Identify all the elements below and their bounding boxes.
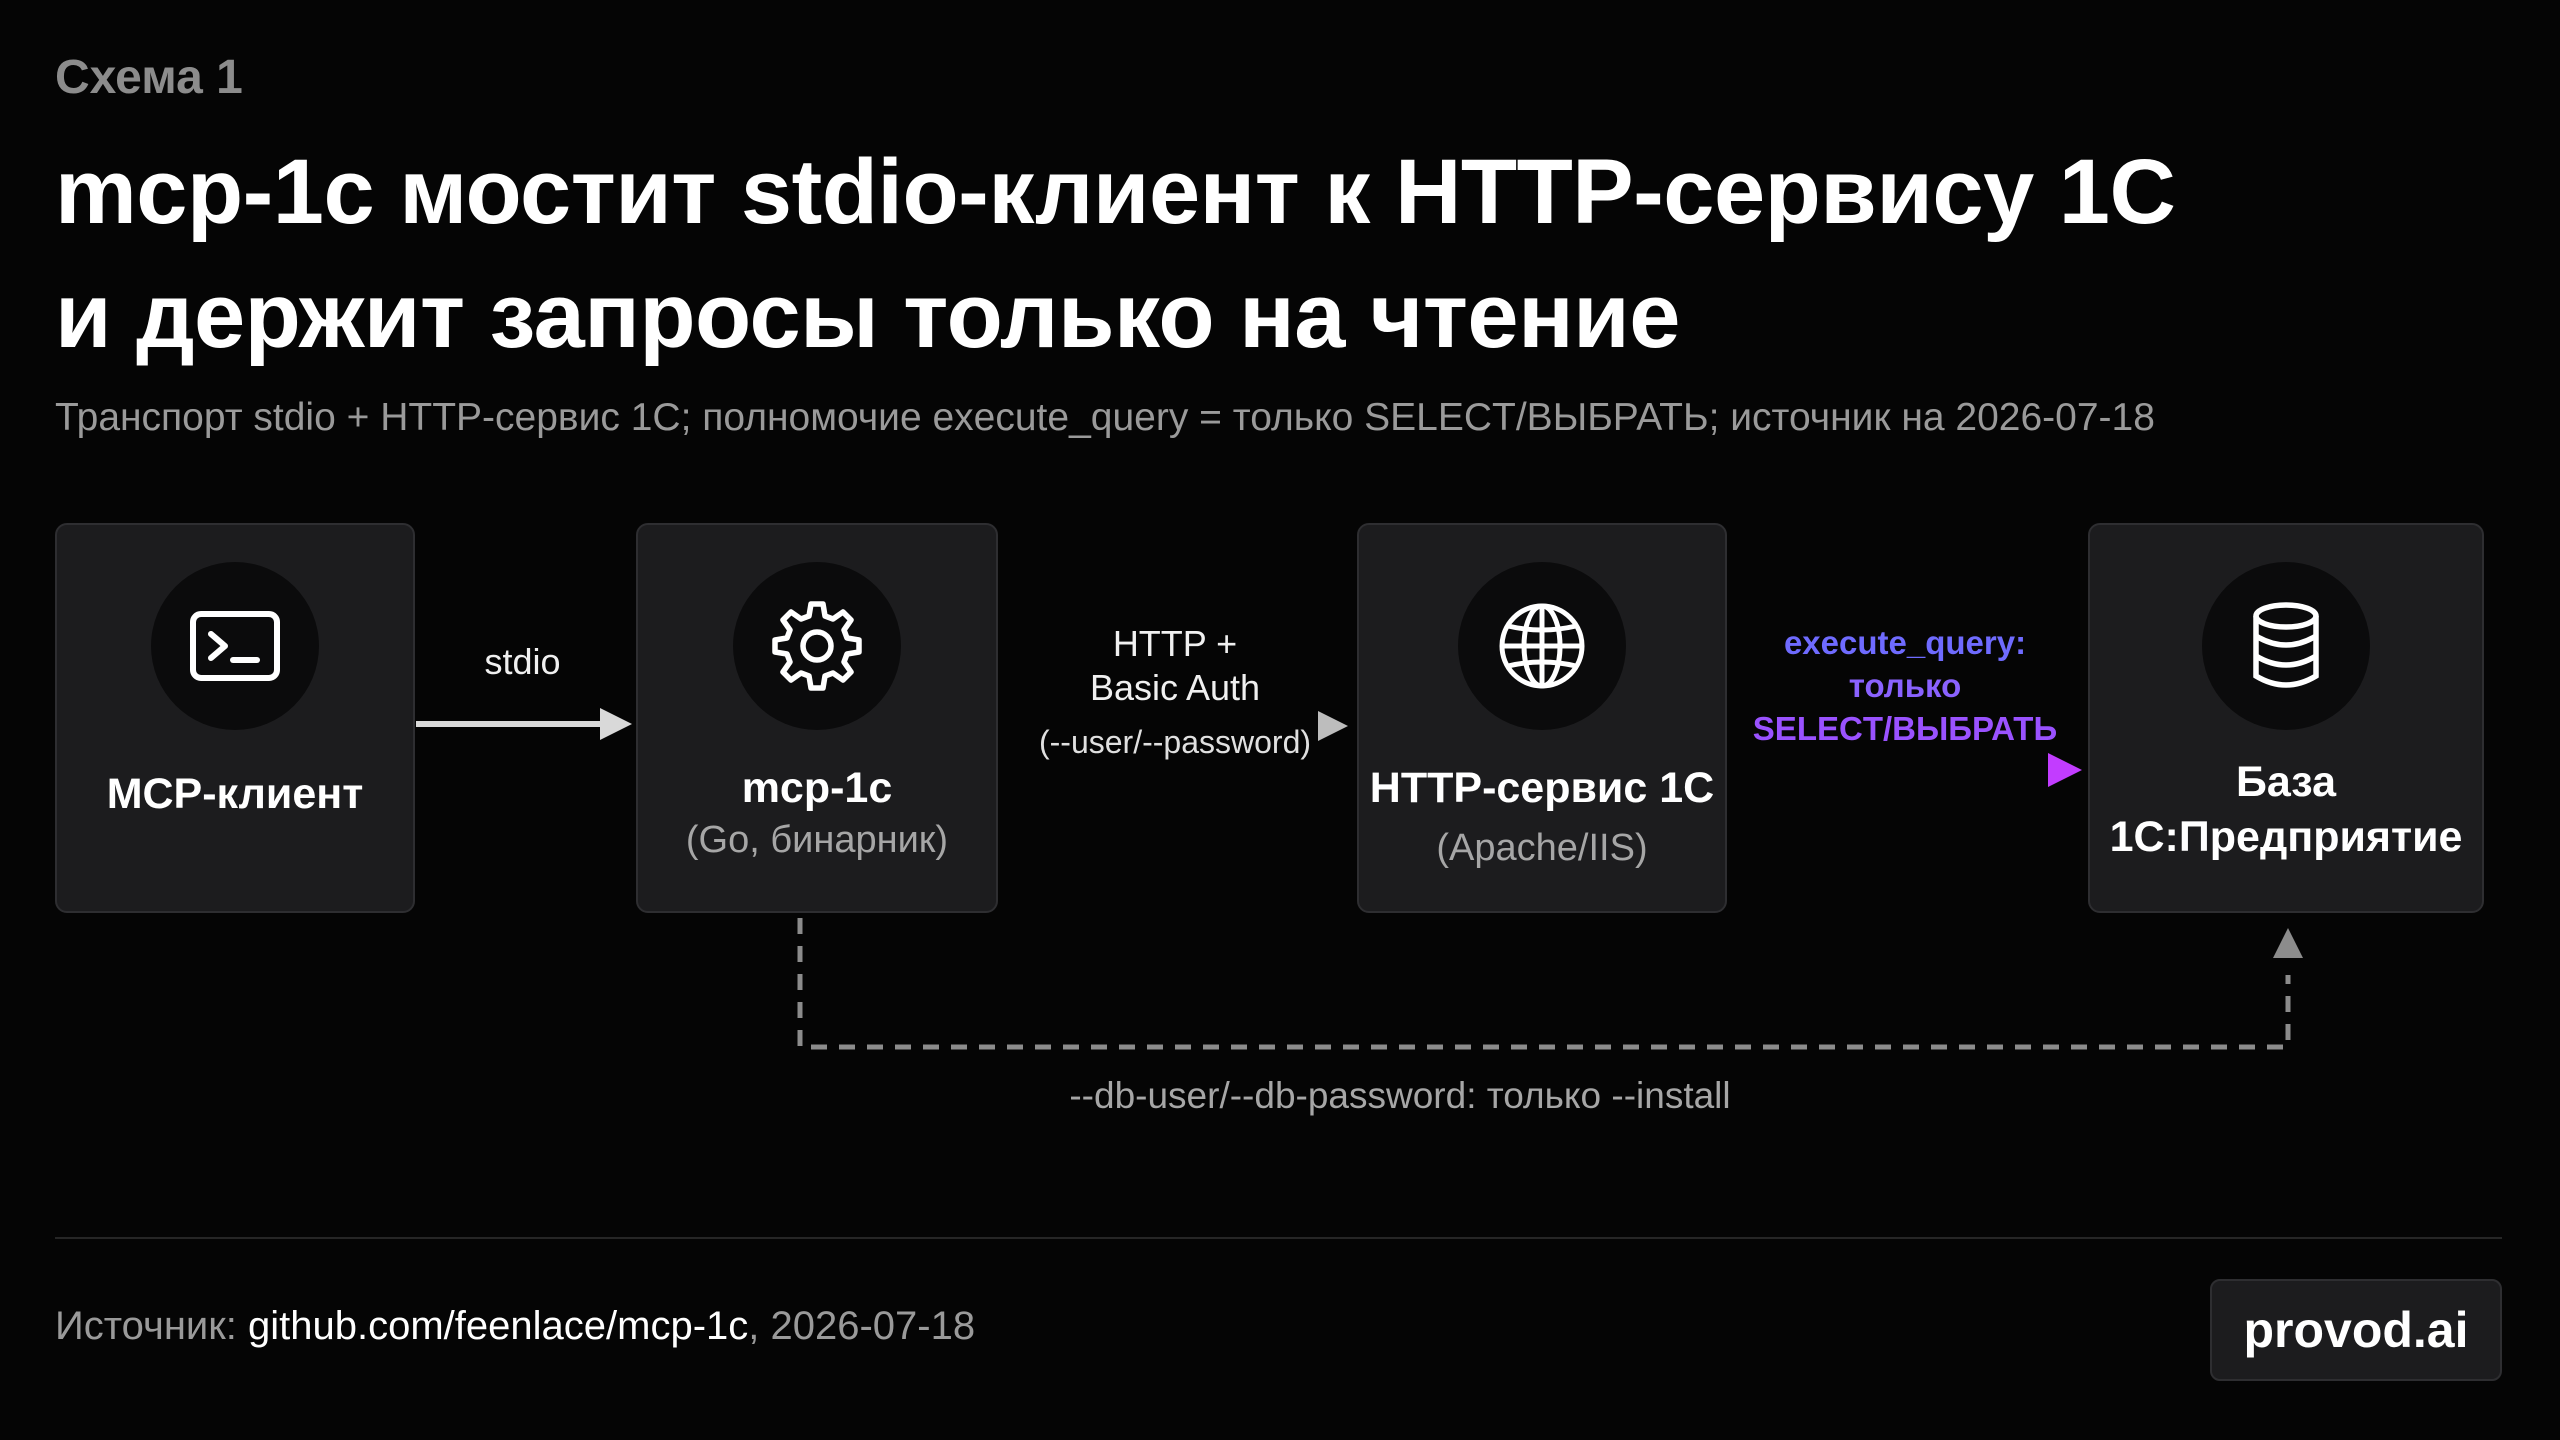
source-line: Источник: github.com/feenlace/mcp-1c, 20… [55, 1304, 975, 1349]
diagram-kicker: Схема 1 [55, 51, 243, 104]
node-label: HTTP-сервис 1С [1369, 764, 1715, 812]
brand-badge: provod.ai [2210, 1279, 2502, 1381]
title-line-2: и держит запросы только на чтение [55, 265, 1680, 367]
node-sublabel: (Go, бинарник) [685, 819, 949, 861]
source-link[interactable]: github.com/feenlace/mcp-1c [248, 1304, 749, 1348]
title-line-1: mcp-1c мостит stdio-клиент к HTTP-сервис… [55, 141, 2176, 243]
edge-label-query-line-2: только [1848, 667, 1962, 704]
edge-label-db-credentials: --db-user/--db-password: только --instal… [1069, 1075, 1731, 1116]
globe-icon [1458, 562, 1626, 730]
diagram-title: mcp-1c мостит stdio-клиент к HTTP-сервис… [55, 130, 2505, 378]
edge-label-query-line-3: SELECT/ВЫБРАТЬ [1752, 710, 2058, 747]
terminal-icon [151, 562, 319, 730]
gear-icon [733, 562, 901, 730]
edge-label-stdio: stdio [484, 641, 561, 682]
node-label: MCP-клиент [106, 770, 364, 818]
node-label: mcp-1c [741, 764, 893, 812]
edge-mcp-to-db-dashed [797, 918, 2303, 1050]
edge-label-http-line-2: Basic Auth [1089, 667, 1261, 708]
node-mcp-client: MCP-клиент [55, 523, 415, 913]
edge-label-http-line-1: HTTP + [1112, 623, 1238, 664]
source-date: , 2026-07-18 [748, 1304, 976, 1348]
edge-label-query-line-1: execute_query: [1783, 624, 2027, 661]
node-label-line-2: 1С:Предприятие [2109, 813, 2463, 861]
source-prefix: Источник: [55, 1304, 248, 1348]
node-sublabel: (Apache/IIS) [1436, 827, 1648, 869]
footer-divider [55, 1237, 2502, 1239]
edge-label-http-line-3: (--user/--password) [1038, 724, 1312, 760]
edge-http-to-db [1728, 753, 2082, 787]
node-mcp-1c: mcp-1c (Go, бинарник) [636, 523, 998, 913]
database-icon [2202, 562, 2370, 730]
node-1c-database: База 1С:Предприятие [2088, 523, 2484, 913]
diagram-subtitle: Транспорт stdio + HTTP-сервис 1С; полном… [55, 396, 2155, 439]
edge-mcp-to-http [1318, 711, 1348, 741]
edge-client-to-mcp [416, 708, 632, 740]
node-label-line-1: База [2235, 758, 2337, 806]
node-http-service: HTTP-сервис 1С (Apache/IIS) [1357, 523, 1727, 913]
